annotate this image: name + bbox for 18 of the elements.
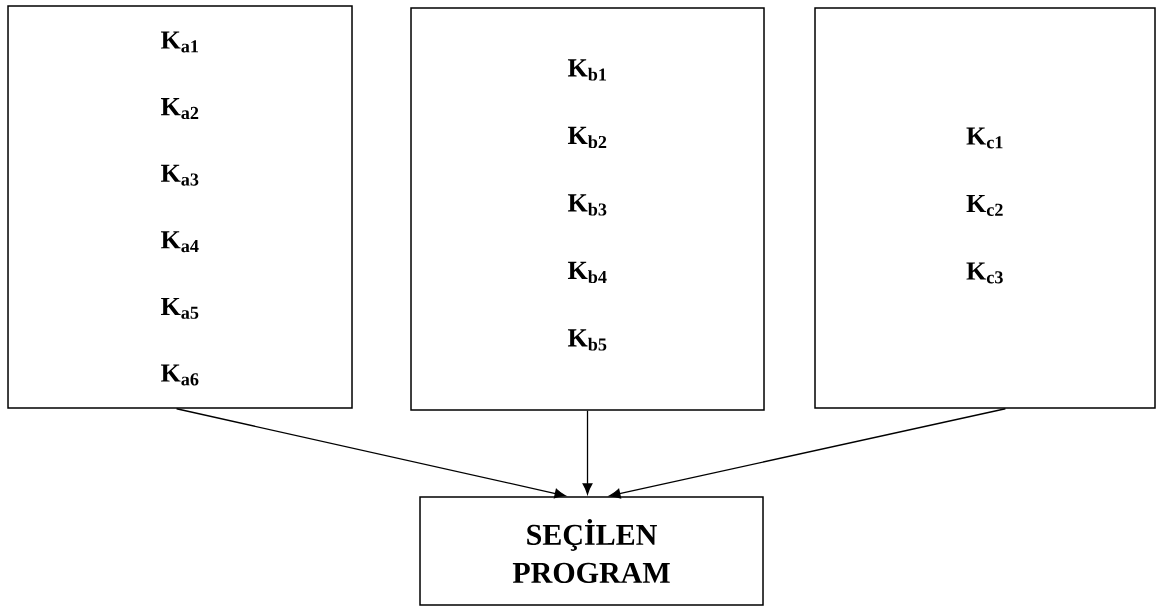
arrow	[582, 410, 593, 495]
symbol-text: K$_{c2}$	[966, 195, 1003, 216]
symbol-text: K$_{c1}$	[966, 127, 1003, 149]
symbol-text: K$_{c3}$	[966, 262, 1003, 284]
symbol-text: K$_{b3}$	[568, 194, 607, 216]
symbol-text: K$_{a3}$	[161, 164, 199, 186]
symbol-text: K$_{b1}$	[568, 59, 607, 81]
symbol-text: K$_{a1}$	[161, 31, 199, 53]
result-box: SEÇİLEN PROGRAM	[419, 496, 764, 606]
symbol-text: K$_{a4}$	[161, 231, 199, 253]
symbol-text: K$_{a5}$	[161, 297, 199, 319]
arrow	[609, 408, 1007, 499]
symbol-text: K$_{b4}$	[568, 261, 607, 284]
arrow	[175, 408, 566, 499]
symbol-text: K$_{a2}$	[161, 98, 199, 120]
symbol-text: K$_{b5}$	[568, 329, 607, 351]
symbol-text: K$_{b2}$	[568, 126, 607, 149]
symbol-text: K$_{a6}$	[161, 364, 199, 386]
